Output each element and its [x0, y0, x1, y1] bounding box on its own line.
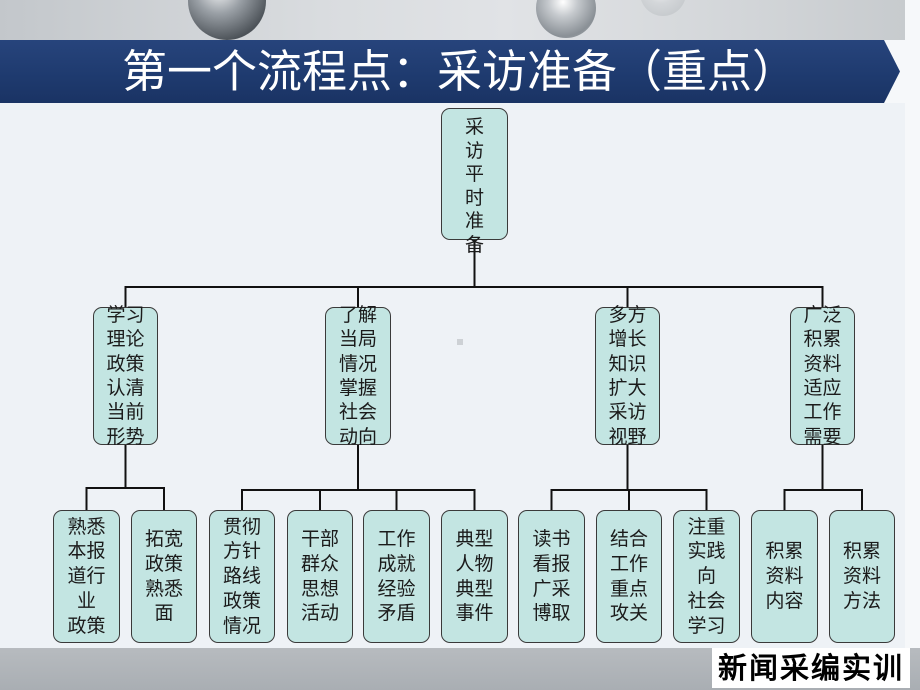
leaf-node: 积累 资料 方法: [829, 510, 895, 643]
leaf-node: 积累 资料 内容: [751, 510, 818, 643]
root-node: 采 访 平 时 准 备: [441, 108, 508, 256]
node-label: 广泛 积累 资料 适应 工作 需要: [803, 303, 842, 448]
node-label: 积累 资料 内容: [765, 540, 804, 612]
node-label: 干部 群众 思想 活动: [300, 528, 339, 625]
footer-label: 新闻采编实训: [712, 648, 910, 688]
leaf-node: 干部 群众 思想 活动: [287, 510, 353, 643]
leaf-node: 贯彻 方针 路线 政策 情况: [209, 510, 275, 643]
band-notch-shape: [884, 40, 920, 103]
leaf-node: 工作 成就 经验 矛盾: [363, 510, 430, 643]
title-band: [0, 40, 920, 103]
node-label: 学习 理论 政策 认清 当前 形势: [106, 303, 145, 448]
right-edge-strip: [905, 0, 920, 648]
node-label: 工作 成就 经验 矛盾: [377, 528, 416, 625]
node-label: 注重 实践 向 社会 学习: [687, 515, 726, 637]
leaf-node: 注重 实践 向 社会 学习: [673, 510, 740, 643]
branch-node-1: 学习 理论 政策 认清 当前 形势: [93, 304, 158, 448]
leaf-node: 拓宽 政策 熟悉 面: [131, 510, 197, 643]
slide-title: 第一个流程点：采访准备（重点）: [122, 45, 798, 98]
placeholder-dot: [457, 339, 463, 345]
leaf-node: 熟悉 本报 道行 业 政策: [53, 510, 120, 643]
node-label: 贯彻 方针 路线 政策 情况: [222, 515, 261, 637]
branch-node-3: 多方 增长 知识 扩大 采访 视野: [595, 304, 660, 448]
header-decoration: [0, 0, 920, 40]
node-label: 积累 资料 方法: [842, 540, 881, 612]
node-label: 了解 当局 情况 掌握 社会 动向: [338, 303, 377, 448]
node-label: 读书 看报 广采 博取: [532, 528, 571, 625]
node-label: 采 访 平 时 准 备: [464, 116, 484, 256]
leaf-node: 读书 看报 广采 博取: [518, 510, 585, 643]
node-label: 熟悉 本报 道行 业 政策: [67, 515, 106, 637]
leaf-node: 结合 工作 重点 攻关: [596, 510, 662, 643]
leaf-node: 典型 人物 典型 事件: [441, 510, 508, 643]
node-label: 多方 增长 知识 扩大 采访 视野: [608, 303, 647, 448]
node-label: 结合 工作 重点 攻关: [609, 528, 648, 625]
decorative-bubble: [640, 0, 686, 16]
title-band-arrow-end: [884, 40, 920, 103]
node-label: 典型 人物 典型 事件: [455, 528, 494, 625]
node-label: 拓宽 政策 熟悉 面: [144, 528, 183, 625]
branch-node-2: 了解 当局 情况 掌握 社会 动向: [325, 304, 391, 448]
branch-node-4: 广泛 积累 资料 适应 工作 需要: [790, 304, 855, 448]
